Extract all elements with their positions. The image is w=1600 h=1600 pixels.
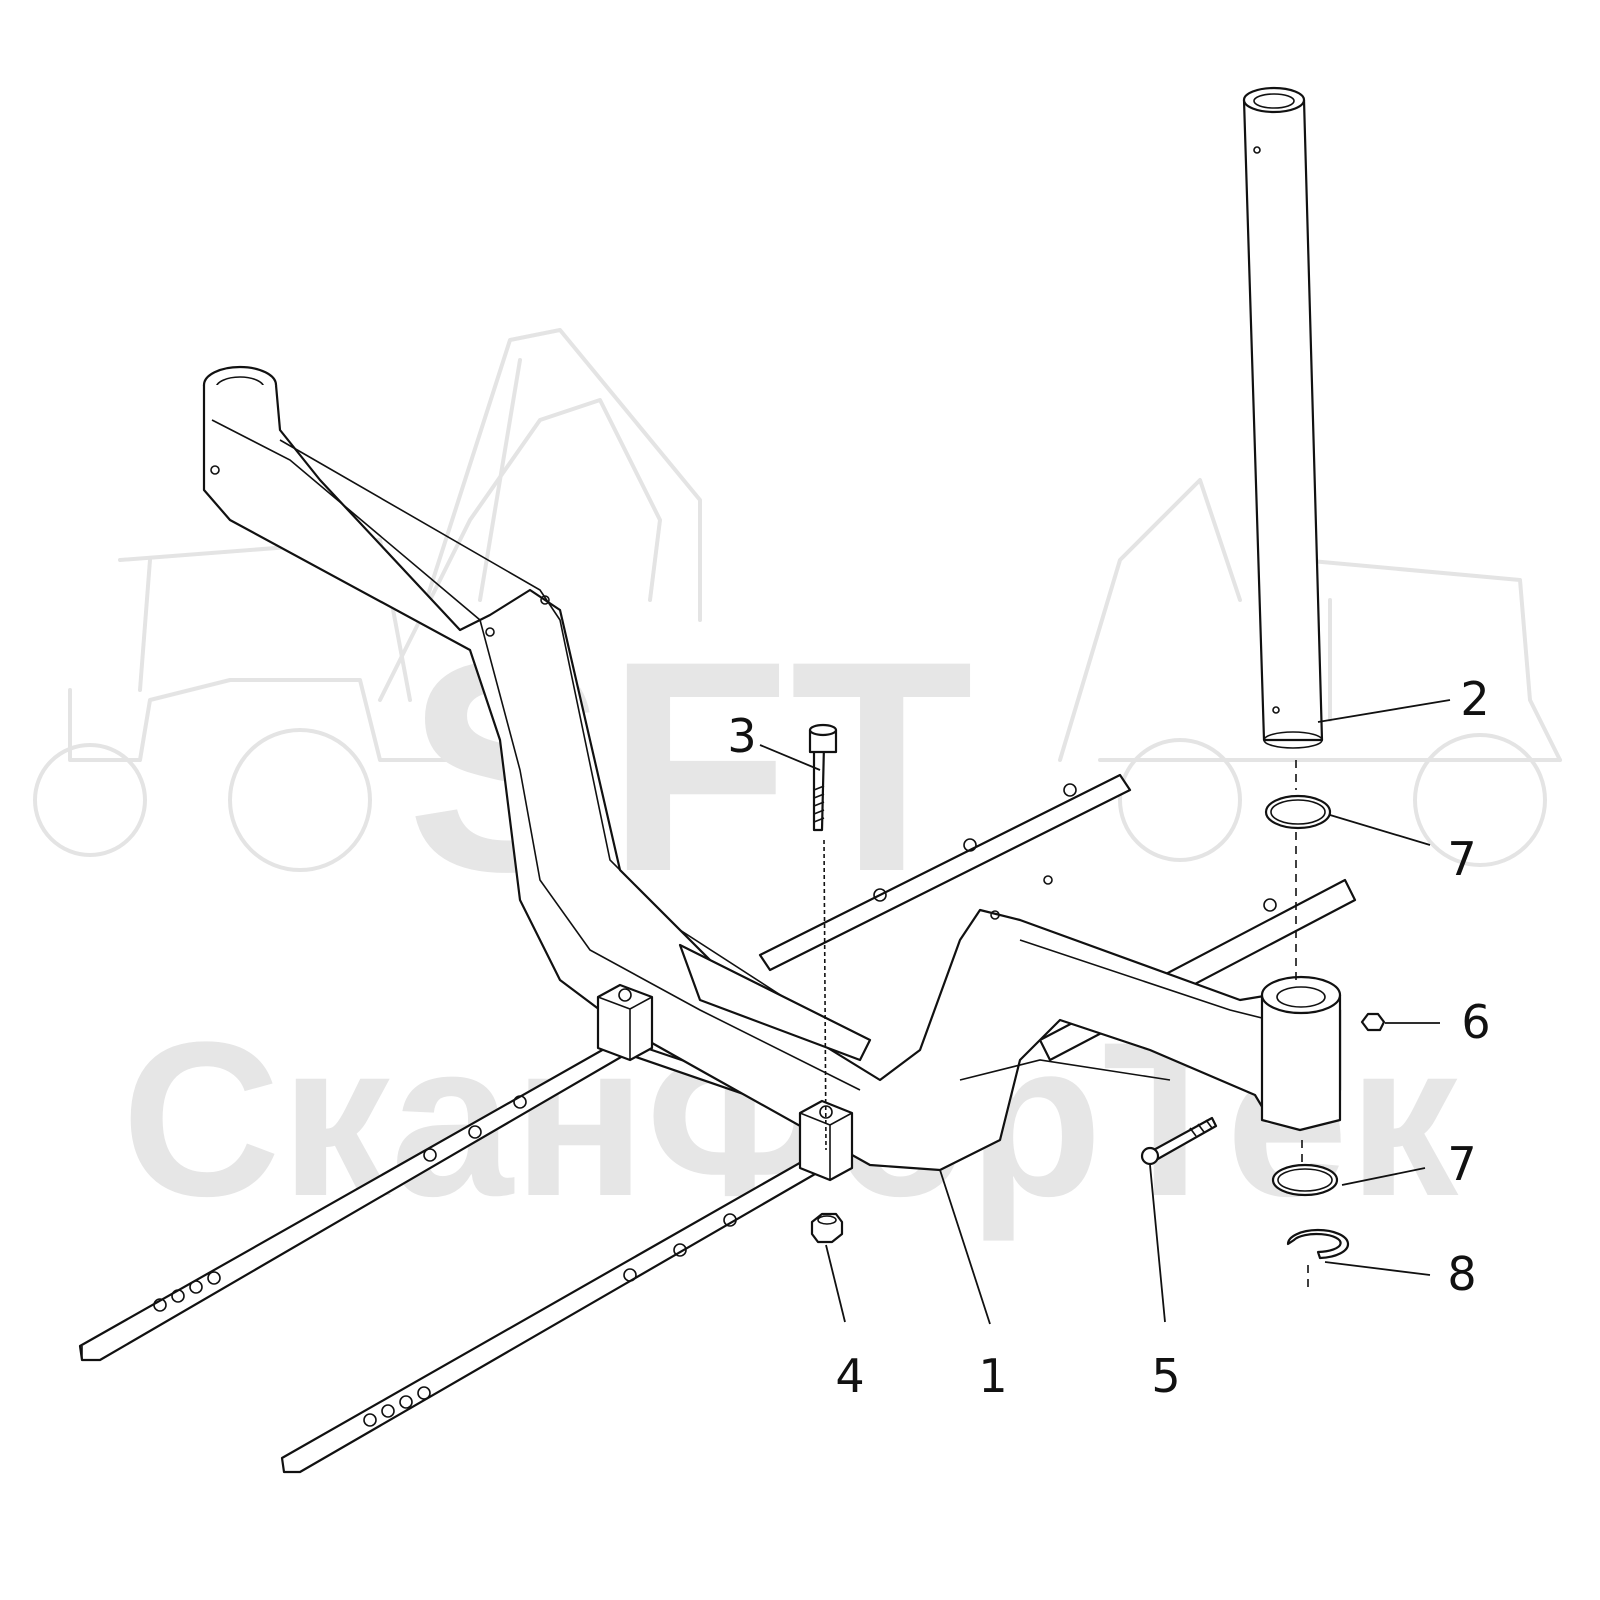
watermark-tractor-right-icon	[1058, 478, 1562, 867]
nut-part	[810, 1212, 844, 1244]
bolt-part	[808, 723, 838, 1151]
callouts: 1 2 3 4 5 6 7 7 8	[727, 672, 1490, 1403]
callout-6: 6	[1461, 995, 1490, 1049]
skid-rail-front-right	[280, 1138, 862, 1474]
frame-right-boss-top	[1260, 975, 1342, 1015]
o-ring-lower	[1271, 1163, 1339, 1197]
callout-5: 5	[1151, 1349, 1180, 1403]
o-ring-upper	[1264, 794, 1332, 830]
callout-2: 2	[1460, 672, 1489, 726]
mount-block-left	[596, 983, 654, 1062]
callout-7-lower: 7	[1447, 1137, 1476, 1191]
skid-rail-back	[758, 773, 1132, 972]
callout-4: 4	[835, 1349, 864, 1403]
frame-right-boss	[1260, 993, 1342, 1132]
tube-part	[1242, 86, 1324, 749]
callout-1: 1	[978, 1349, 1007, 1403]
small-nut-part	[1360, 1012, 1386, 1032]
mount-block-right	[798, 1099, 854, 1182]
main-frame	[202, 365, 1342, 1182]
frame-slot	[678, 943, 872, 1062]
pin-bolt-part	[1140, 1116, 1218, 1166]
callout-7-upper: 7	[1447, 832, 1476, 886]
skid-rails	[78, 773, 1357, 1474]
watermark-tractor-left-icon	[33, 328, 702, 872]
rail-holes	[153, 783, 1277, 1427]
leader-lines	[759, 699, 1451, 1325]
callout-3: 3	[727, 709, 756, 763]
retaining-ring	[1286, 1228, 1350, 1260]
callout-8: 8	[1447, 1247, 1476, 1301]
